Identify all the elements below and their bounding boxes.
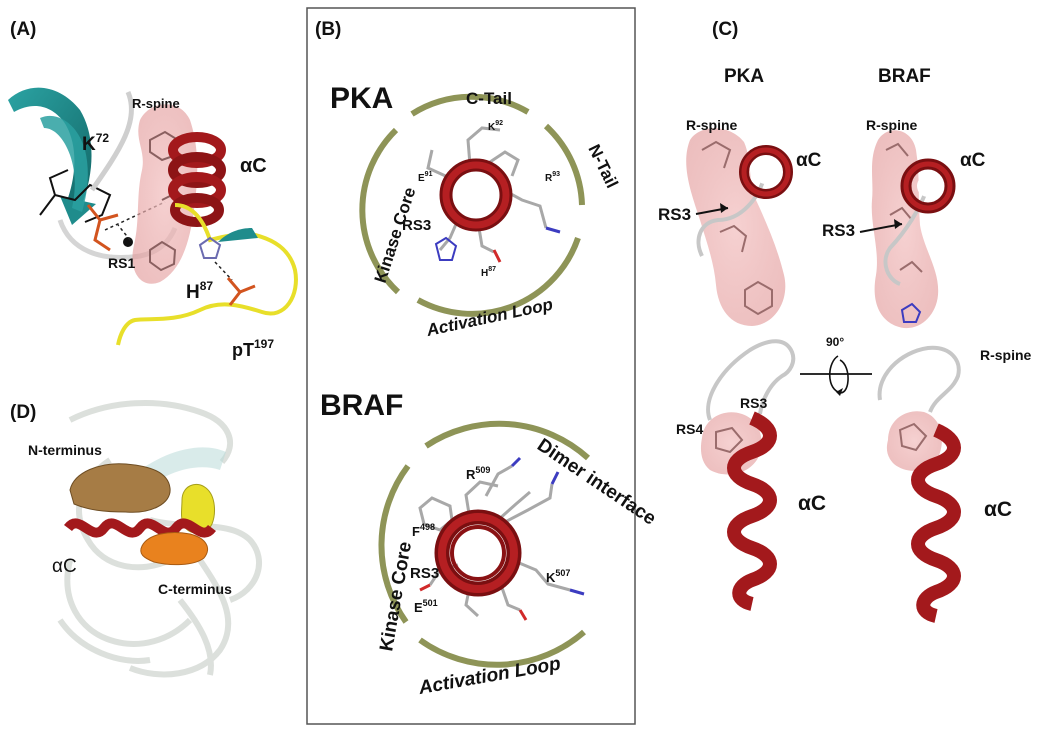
c-rs3-pka-label: RS3 bbox=[658, 205, 691, 224]
panel-a-label: (A) bbox=[10, 19, 36, 40]
k72-label: K72 bbox=[82, 131, 109, 155]
activation-loop-a bbox=[116, 203, 298, 346]
pka-wheel: PKA bbox=[330, 82, 622, 340]
pka-res-k92: K92 bbox=[488, 120, 503, 133]
c-alpha-c-braf-label: αC bbox=[960, 150, 986, 171]
panel-c: (C) PKA BRAF R-spine αC RS3 bbox=[658, 19, 1032, 623]
braf-res-f498: F498 bbox=[412, 522, 435, 539]
c-lower-right-spine bbox=[886, 411, 942, 471]
pka-arc-right-label: N-Tail bbox=[584, 141, 621, 191]
braf-res-k507: K507 bbox=[546, 568, 570, 585]
braf-title: BRAF bbox=[320, 389, 403, 422]
c-braf-helix-end bbox=[900, 158, 956, 214]
alpha-c-helix-d bbox=[64, 518, 216, 538]
h87-label: H87 bbox=[186, 279, 213, 303]
c-r-spine-pka-label: R-spine bbox=[686, 117, 738, 133]
c-r-spine-braf-label: R-spine bbox=[866, 117, 918, 133]
panel-d-label: (D) bbox=[10, 402, 36, 423]
n-terminus-label: N-terminus bbox=[28, 442, 102, 458]
braf-helix-wheel bbox=[434, 509, 522, 597]
pka-title: PKA bbox=[330, 82, 393, 115]
pka-helix-wheel bbox=[439, 158, 513, 232]
braf-arc-bottom-label: Activation Loop bbox=[416, 653, 562, 699]
c-alpha-c-lower-left-label: αC bbox=[798, 492, 826, 515]
pka-his-ring bbox=[434, 236, 458, 261]
pka-rs3-label: RS3 bbox=[402, 217, 431, 234]
c-braf-his bbox=[900, 302, 922, 323]
pka-arc-top-label: C-Tail bbox=[466, 89, 512, 108]
c-rs4-lower-label: RS4 bbox=[676, 421, 703, 437]
hbond-dash-3 bbox=[214, 261, 233, 281]
alpha-c-label-d: αC bbox=[52, 556, 77, 577]
pka-res-r93: R93 bbox=[545, 171, 560, 184]
braf-o-atoms bbox=[419, 583, 528, 621]
c-lower-right-helix bbox=[911, 423, 961, 623]
panel-b: (B) PKA bbox=[306, 7, 660, 725]
c-lower-left-sticks bbox=[715, 426, 744, 454]
pka-arc-left-label: Kinase Core bbox=[371, 185, 420, 285]
beta-strand-arrow-outer bbox=[60, 196, 96, 225]
pt197-label: pT197 bbox=[232, 337, 274, 360]
rotation-arrowhead bbox=[836, 388, 843, 396]
c-pka-title: PKA bbox=[724, 66, 764, 87]
c-alpha-c-pka-label: αC bbox=[796, 150, 822, 171]
beta-strand-outer bbox=[8, 87, 92, 205]
c-terminus-label: C-terminus bbox=[158, 581, 232, 597]
rs1-label: RS1 bbox=[108, 255, 135, 271]
faded-protein-ribbon bbox=[57, 399, 262, 678]
n-terminus-surface bbox=[69, 463, 171, 513]
c-alpha-c-lower-right-label: αC bbox=[984, 498, 1012, 521]
atp-phosphates bbox=[86, 204, 119, 252]
alpha-c-label-a: αC bbox=[240, 155, 267, 177]
c-lower-left-loop bbox=[706, 339, 796, 421]
hbond-dash-2 bbox=[117, 224, 131, 241]
beta-strand-inner bbox=[40, 115, 88, 212]
c-r-spine-lower-label: R-spine bbox=[980, 347, 1032, 363]
pka-arc-right bbox=[543, 123, 585, 206]
pka-res-h87: H87 bbox=[481, 266, 496, 279]
c-lower-right-loop bbox=[877, 345, 961, 413]
c-pka-helix-end bbox=[739, 145, 793, 199]
c-rs3-pka-arrowhead bbox=[720, 203, 728, 213]
c-rs3-braf-arrowhead bbox=[894, 219, 902, 229]
braf-arc-top bbox=[424, 420, 591, 461]
pka-arc-left bbox=[359, 127, 401, 295]
c-braf-title: BRAF bbox=[878, 66, 931, 87]
c-braf-spine-sticks bbox=[885, 142, 923, 273]
braf-res-e501: E501 bbox=[414, 598, 438, 615]
braf-arc-bottom bbox=[418, 629, 586, 668]
pka-n-atom bbox=[545, 226, 561, 234]
pka-res-e91: E91 bbox=[418, 171, 433, 184]
c-rs3-braf-label: RS3 bbox=[822, 221, 855, 240]
c-lower-right-sticks bbox=[898, 422, 928, 452]
atp-sticks bbox=[39, 169, 112, 223]
c-rotation-label: 90° bbox=[826, 335, 844, 349]
r-spine-label-a: R-spine bbox=[132, 96, 180, 111]
panel-b-frame bbox=[306, 7, 636, 725]
pka-o-atom bbox=[492, 249, 502, 263]
teal-strand-small bbox=[218, 228, 258, 242]
alpha-c-helix-a bbox=[168, 132, 226, 227]
c-lower-left-helix bbox=[727, 411, 777, 611]
r-spine-surface-a bbox=[132, 104, 198, 284]
panel-a: (A) bbox=[8, 19, 298, 360]
c-terminus-surface bbox=[140, 532, 208, 566]
panel-d: (D) N-terminus αC C-terminus bbox=[10, 399, 262, 678]
braf-wheel: BRAF bbox=[320, 389, 660, 699]
h87-sticks bbox=[198, 236, 222, 259]
pka-arc-bottom bbox=[416, 237, 581, 317]
glycine-loop bbox=[89, 91, 135, 192]
pka-arc-bottom-label: Activation Loop bbox=[424, 295, 555, 340]
pka-arc-top bbox=[410, 93, 530, 117]
braf-arc-left bbox=[378, 464, 411, 624]
braf-rs3-label: RS3 bbox=[410, 565, 439, 582]
c-rs3-lower-label: RS3 bbox=[740, 395, 767, 411]
braf-res-r509: R509 bbox=[466, 465, 490, 482]
panel-c-label: (C) bbox=[712, 19, 738, 40]
c-pka-spine-sticks bbox=[701, 140, 773, 316]
pt197-phosphate bbox=[226, 277, 256, 306]
panel-b-label: (B) bbox=[315, 19, 341, 40]
